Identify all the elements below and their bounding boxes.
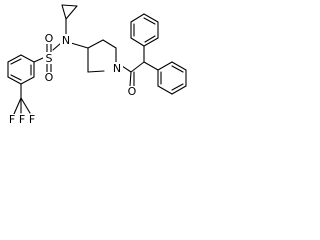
amine-bonds xyxy=(52,18,89,51)
atom-label-sulfonyl-oxygen-top: O xyxy=(45,32,54,45)
cyclopropyl-group xyxy=(61,4,78,20)
atom-label-n-piperidine: N xyxy=(113,62,121,75)
atom-label-carbonyl-oxygen: O xyxy=(128,85,137,98)
trifluoromethyl-group xyxy=(13,83,31,115)
atom-labels: N S O O N O F F F xyxy=(7,32,138,126)
atom-label-sulfonyl-oxygen-bottom: O xyxy=(45,71,54,84)
sulfonyl-bonds xyxy=(33,42,52,73)
atom-label-fluorine-left: F xyxy=(9,113,15,126)
atom-label-fluorine-mid: F xyxy=(19,113,25,126)
piperidine-ring xyxy=(87,39,117,73)
molecule-drawing: N S O O N O F F F xyxy=(7,4,187,126)
phenyl-ring-bottom xyxy=(143,61,187,95)
benzene-ring-left xyxy=(7,54,35,85)
structure-diagram: N S O O N O F F F xyxy=(0,0,194,140)
atom-label-sulfur: S xyxy=(46,52,53,65)
phenyl-ring-top xyxy=(130,13,159,63)
atom-label-n-amine: N xyxy=(62,34,70,47)
atom-label-fluorine-right: F xyxy=(29,113,35,126)
